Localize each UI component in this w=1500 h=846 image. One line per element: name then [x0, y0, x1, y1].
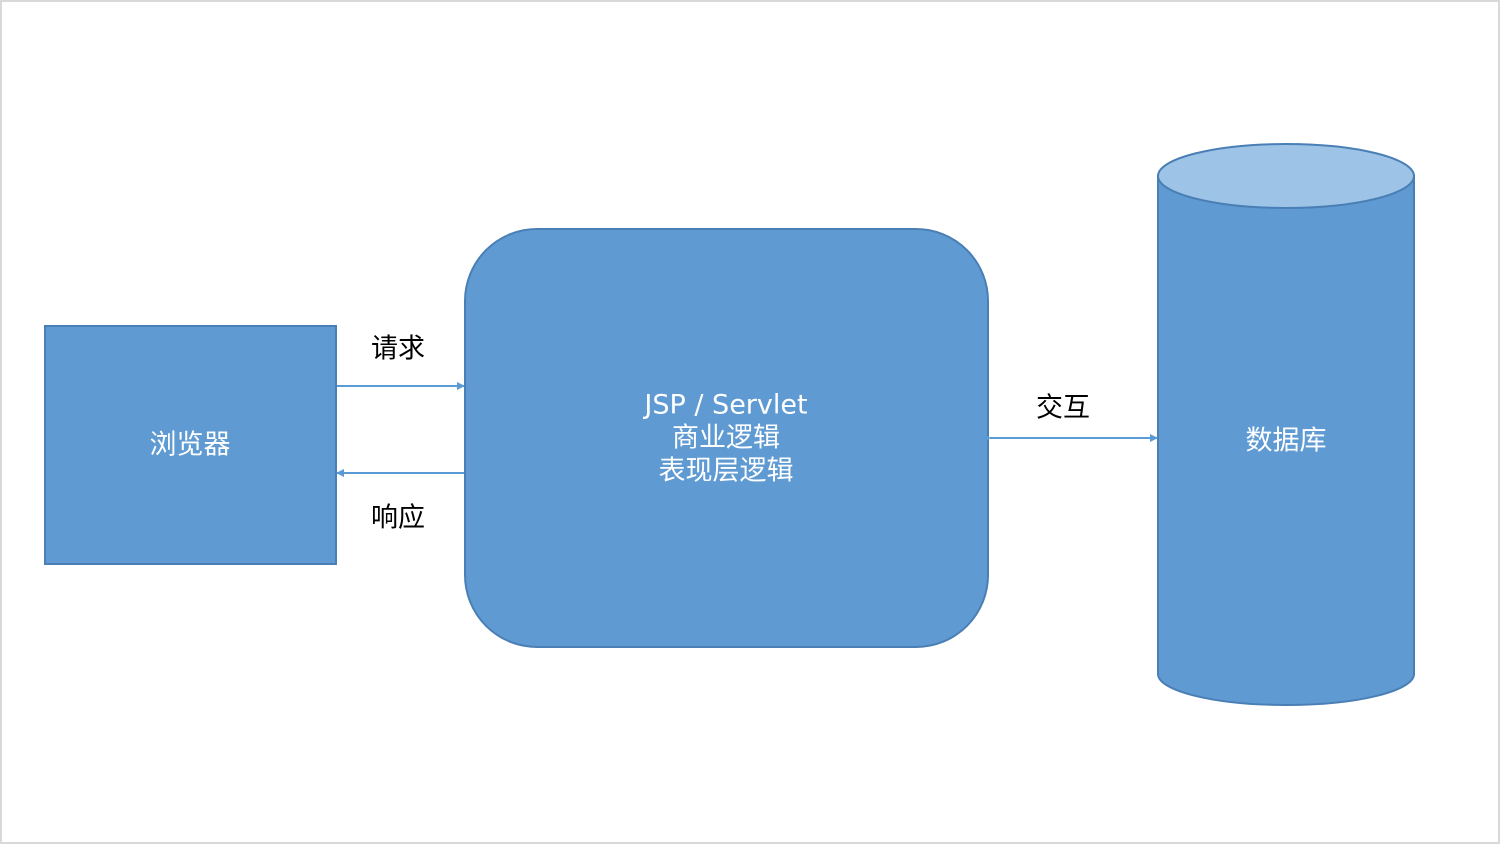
interaction-label: 交互 [1036, 393, 1090, 424]
request-edge: 请求 [337, 334, 465, 390]
request-label: 请求 [371, 334, 425, 365]
database-node: 数据库 [1157, 143, 1415, 706]
server-label-line-1: JSP / Servlet [642, 390, 807, 421]
database-cylinder-top [1157, 143, 1415, 209]
server-label-line-3: 表现层逻辑 [659, 456, 794, 487]
database-cylinder-body [1157, 175, 1415, 706]
browser-box [44, 325, 337, 565]
database-label: 数据库 [1246, 426, 1327, 457]
interaction-edge: 交互 [983, 393, 1158, 442]
server-label-line-2: 商业逻辑 [672, 423, 780, 454]
server-node: JSP / Servlet 商业逻辑 表现层逻辑 [464, 228, 989, 648]
response-edge: 响应 [336, 469, 464, 534]
response-label: 响应 [371, 503, 425, 534]
browser-label: 浏览器 [150, 430, 231, 461]
browser-node: 浏览器 [44, 325, 337, 565]
